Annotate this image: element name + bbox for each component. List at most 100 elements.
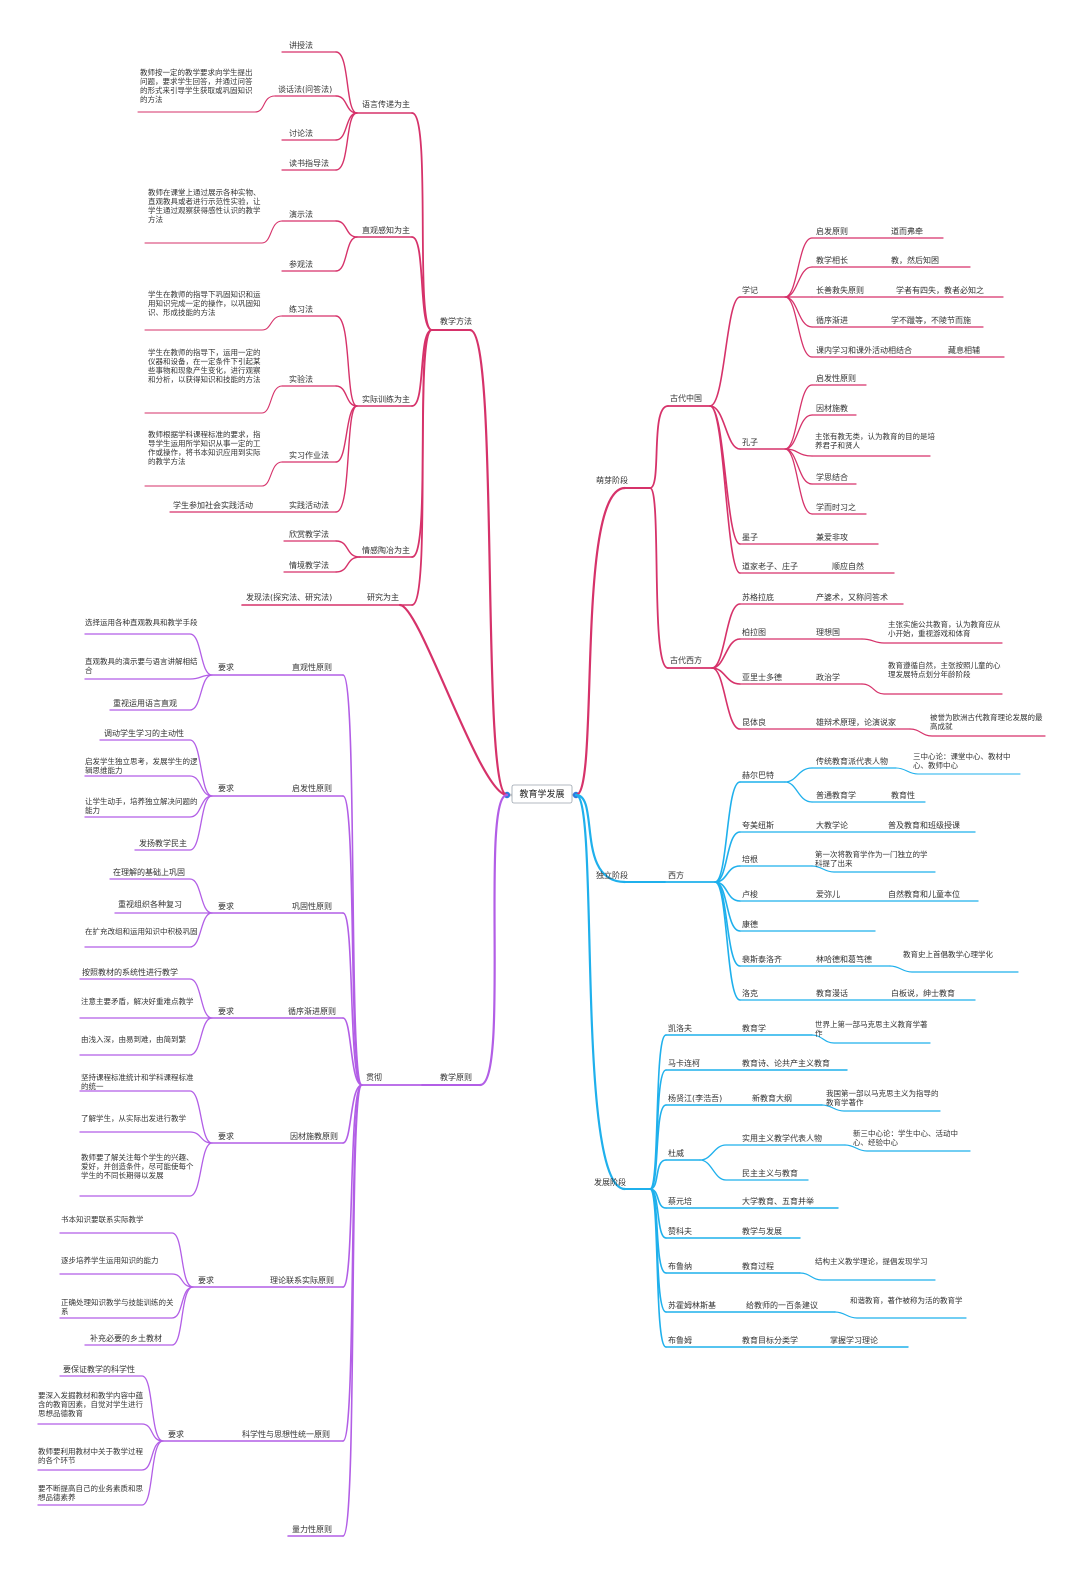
node-label[interactable]: 政治学	[816, 672, 840, 682]
node-label[interactable]: 普及教育和班级授课	[888, 820, 960, 830]
node-label[interactable]: 要求	[168, 1429, 184, 1439]
node-label[interactable]: 昆体良	[742, 717, 766, 727]
node-label[interactable]: 量力性原则	[292, 1524, 332, 1534]
node-label[interactable]: 学生参加社会实践活动	[173, 500, 253, 510]
node-label[interactable]: 杨贤江(李浩吾)	[668, 1093, 722, 1103]
node-label[interactable]: 教学与发展	[742, 1226, 782, 1236]
node-label[interactable]: 藏息相辅	[948, 345, 980, 355]
node-label[interactable]: 直观性原则	[292, 662, 332, 672]
node-label[interactable]: 大学教育、五育并举	[742, 1196, 814, 1206]
node-label[interactable]: 欣赏教学法	[289, 529, 329, 539]
node-label[interactable]: 讨论法	[289, 128, 313, 138]
node-label[interactable]: 裴斯泰洛齐	[742, 954, 782, 964]
node-label[interactable]: 教育漫话	[816, 988, 848, 998]
node-label[interactable]: 教育诗、论共产主义教育	[742, 1058, 830, 1068]
node-label[interactable]: 亚里士多德	[742, 672, 782, 682]
node-label[interactable]: 大教学论	[816, 820, 848, 830]
node-label[interactable]: 西方	[668, 870, 684, 880]
node-label[interactable]: 发展阶段	[594, 1177, 626, 1187]
node-label[interactable]: 洛克	[742, 988, 758, 998]
node-label[interactable]: 情境教学法	[289, 560, 329, 570]
node-label[interactable]: 学记	[742, 285, 758, 295]
node-label[interactable]: 教育性	[891, 790, 915, 800]
node-label[interactable]: 马卡连柯	[668, 1058, 700, 1068]
node-label[interactable]: 教育学	[742, 1023, 766, 1033]
node-label[interactable]: 发扬教学民主	[139, 838, 187, 848]
node-label[interactable]: 长善救失原则	[816, 285, 864, 295]
node-label[interactable]: 给教师的一百条建议	[746, 1300, 818, 1310]
node-label[interactable]: 循序渐进	[816, 315, 848, 325]
node-label[interactable]: 雄辩术原理，论演说家	[816, 717, 896, 727]
node-label[interactable]: 直观感知为主	[362, 225, 410, 235]
node-label[interactable]: 因材施教	[816, 403, 848, 413]
node-label[interactable]: 古代西方	[670, 655, 702, 665]
node-label[interactable]: 启发性原则	[816, 373, 856, 383]
node-label[interactable]: 实验法	[289, 374, 313, 384]
node-label[interactable]: 贯彻	[366, 1072, 382, 1082]
node-label[interactable]: 科学性与思想性统一原则	[242, 1429, 330, 1439]
node-label[interactable]: 学思结合	[816, 472, 848, 482]
node-label[interactable]: 理论联系实际原则	[270, 1275, 334, 1285]
node-label[interactable]: 启发原则	[816, 226, 848, 236]
node-label[interactable]: 卢梭	[742, 889, 758, 899]
node-label[interactable]: 重视组织各种复习	[118, 899, 182, 909]
node-label[interactable]: 道而弗牵	[891, 226, 923, 236]
node-label[interactable]: 道家老子、庄子	[742, 561, 798, 571]
node-label[interactable]: 产婆术，又称问答术	[816, 592, 888, 602]
node-label[interactable]: 兼爱非攻	[816, 532, 848, 542]
node-label[interactable]: 要求	[218, 783, 234, 793]
node-label[interactable]: 巩固性原则	[292, 901, 332, 911]
node-label[interactable]: 林哈德和葛笃德	[816, 954, 872, 964]
node-label[interactable]: 情感陶冶为主	[362, 545, 410, 555]
node-label[interactable]: 夸美纽斯	[742, 820, 774, 830]
node-label[interactable]: 杜威	[668, 1148, 684, 1158]
node-label[interactable]: 要求	[198, 1275, 214, 1285]
node-label[interactable]: 学而时习之	[816, 502, 856, 512]
node-label[interactable]: 教，然后知困	[891, 255, 939, 265]
node-label[interactable]: 传统教育派代表人物	[816, 756, 888, 766]
node-label[interactable]: 实际训练为主	[362, 394, 410, 404]
node-label[interactable]: 要求	[218, 662, 234, 672]
node-label[interactable]: 白板说，绅士教育	[891, 988, 955, 998]
node-label[interactable]: 独立阶段	[596, 870, 628, 880]
node-label[interactable]: 赞科夫	[668, 1226, 692, 1236]
node-label[interactable]: 循序渐进原则	[288, 1006, 336, 1016]
node-label[interactable]: 培根	[742, 854, 758, 864]
node-label[interactable]: 要求	[218, 1006, 234, 1016]
node-label[interactable]: 自然教育和儿童本位	[888, 889, 960, 899]
node-label[interactable]: 研究为主	[367, 592, 399, 602]
node-label[interactable]: 蔡元培	[668, 1196, 692, 1206]
node-label[interactable]: 苏霍姆林斯基	[668, 1300, 716, 1310]
node-label[interactable]: 讲授法	[289, 40, 313, 50]
node-label[interactable]: 重视运用语言直观	[113, 698, 177, 708]
node-label[interactable]: 新教育大纲	[752, 1093, 792, 1103]
node-label[interactable]: 凯洛夫	[668, 1023, 692, 1033]
node-label[interactable]: 学不躐等，不陵节而施	[891, 315, 971, 325]
node-label[interactable]: 普通教育学	[816, 790, 856, 800]
node-label[interactable]: 语言传递为主	[362, 99, 410, 109]
node-label[interactable]: 参观法	[289, 259, 313, 269]
node-label[interactable]: 萌芽阶段	[596, 475, 628, 485]
node-label[interactable]: 布鲁姆	[668, 1335, 692, 1345]
node-label[interactable]: 读书指导法	[289, 158, 329, 168]
node-label[interactable]: 发现法(探究法、研究法)	[246, 592, 332, 602]
node-label[interactable]: 要求	[218, 1131, 234, 1141]
node-label[interactable]: 爱弥儿	[816, 889, 840, 899]
node-label[interactable]: 理想国	[816, 627, 840, 637]
node-label[interactable]: 布鲁纳	[668, 1261, 692, 1271]
node-label[interactable]: 因材施教原则	[290, 1131, 338, 1141]
node-label[interactable]: 教育过程	[742, 1261, 774, 1271]
node-label[interactable]: 教学相长	[816, 255, 848, 265]
node-label[interactable]: 要保证教学的科学性	[63, 1364, 135, 1374]
node-label[interactable]: 谈话法(问答法)	[278, 84, 332, 94]
node-label[interactable]: 课内学习和课外活动相结合	[816, 345, 912, 355]
node-label[interactable]: 古代中国	[670, 393, 702, 403]
node-label[interactable]: 康德	[742, 919, 758, 929]
node-label[interactable]: 实用主义教学代表人物	[742, 1133, 822, 1143]
node-label[interactable]: 柏拉图	[742, 627, 766, 637]
node-label[interactable]: 要求	[218, 901, 234, 911]
node-label[interactable]: 学者有四失，教者必知之	[896, 285, 984, 295]
node-label[interactable]: 按照教材的系统性进行教学	[82, 967, 178, 977]
node-label[interactable]: 掌握学习理论	[830, 1335, 878, 1345]
node-label[interactable]: 练习法	[289, 304, 313, 314]
